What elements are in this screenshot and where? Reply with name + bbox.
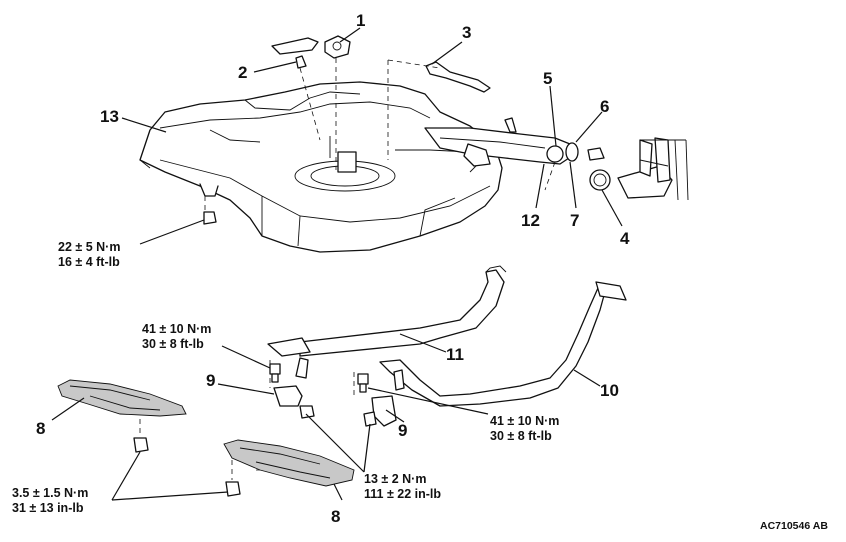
callout-9-right: 9 [398,421,408,440]
torque-tank-nm: 22 ± 5 N·m [58,240,121,254]
torque-cover: 3.5 ± 1.5 N·m 31 ± 13 in-lb [12,486,88,516]
leader-lines [51,27,623,501]
callout-7: 7 [570,211,580,230]
torque-band-left: 41 ± 10 N·m 30 ± 8 ft-lb [142,322,211,352]
torque-band-left-nm: 41 ± 10 N·m [142,322,212,336]
torque-band-right: 41 ± 10 N·m 30 ± 8 ft-lb [490,414,559,444]
torque-band-left-ftlb: 30 ± 8 ft-lb [142,337,204,351]
callout-9-left: 9 [206,371,216,390]
torque-tank-ftlb: 16 ± 4 ft-lb [58,255,120,269]
fuel-filler-hose [424,117,689,201]
torque-band-right-ftlb: 30 ± 8 ft-lb [490,429,552,443]
torque-bracket: 13 ± 2 N·m 111 ± 22 in-lb [364,472,441,502]
torque-bracket-inlb: 111 ± 22 in-lb [364,487,442,501]
torque-cover-inlb: 31 ± 13 in-lb [12,501,84,515]
bracket-9 [273,385,397,427]
torque-bracket-nm: 13 ± 2 N·m [364,472,427,486]
callout-4: 4 [620,229,630,248]
callout-3: 3 [462,23,472,42]
torque-tank: 22 ± 5 N·m 16 ± 4 ft-lb [58,240,120,270]
heat-protector-8b [223,439,355,487]
fuel-gauge-parts [271,35,491,93]
fuel-tank [139,81,503,253]
callout-5: 5 [543,69,553,88]
callout-8-bottom: 8 [331,507,341,526]
callout-13: 13 [100,107,119,126]
callout-2: 2 [238,63,248,82]
figure-code: AC710546 AB [760,520,828,532]
torque-band-right-nm: 41 ± 10 N·m [490,414,560,428]
bolts [133,211,377,497]
heat-protector-8a [57,379,187,417]
torque-cover-nm: 3.5 ± 1.5 N·m [12,486,89,500]
callout-12: 12 [521,211,540,230]
callout-1: 1 [356,11,366,30]
tank-band-10 [379,281,627,407]
callout-8-left: 8 [36,419,46,438]
callout-6: 6 [600,97,610,116]
callout-10: 10 [600,381,619,400]
callout-11: 11 [446,345,464,364]
